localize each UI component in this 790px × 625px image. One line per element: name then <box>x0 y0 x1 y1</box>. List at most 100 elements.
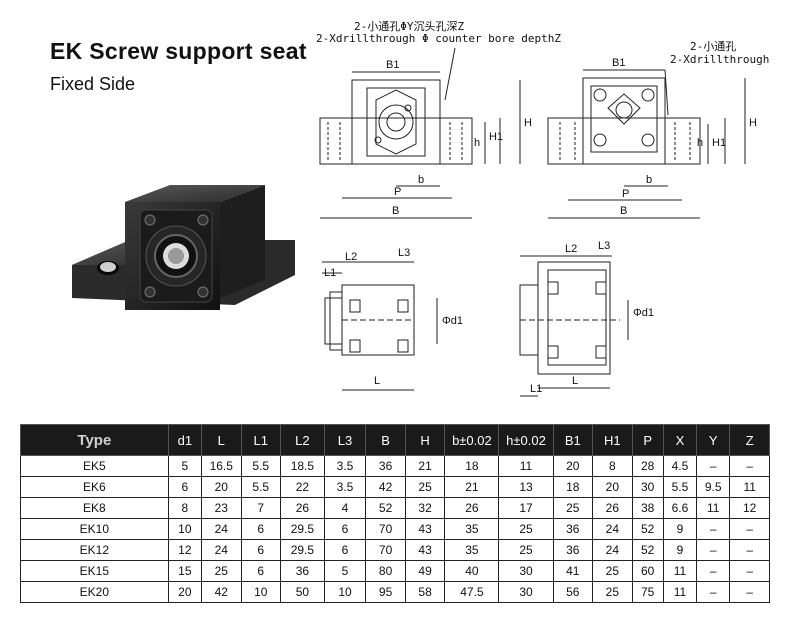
table-cell: 11 <box>729 476 770 498</box>
table-cell: EK10 <box>20 518 169 540</box>
column-header: P <box>631 424 664 456</box>
dim-d1-sec1: Φd1 <box>442 315 463 327</box>
dim-B-right: B <box>620 205 627 217</box>
table-cell: 26 <box>280 497 325 519</box>
technical-drawings: B1 H H1 h b P B B1 H H1 h b P B L2 L3 L1… <box>319 47 757 397</box>
column-header: B <box>365 424 406 456</box>
dim-P-left: P <box>394 186 401 198</box>
column-header: d1 <box>167 424 203 456</box>
table-cell: 3.5 <box>323 455 367 477</box>
dim-d1-sec2: Φd1 <box>633 307 654 319</box>
dim-L2-sec1: L2 <box>345 251 357 263</box>
table-cell: 38 <box>631 497 664 519</box>
dim-b-left: b <box>418 174 424 186</box>
table-cell: 40 <box>444 560 500 582</box>
table-cell: 32 <box>404 497 446 519</box>
table-cell: EK12 <box>20 539 169 561</box>
side-view-drawing <box>547 69 746 219</box>
column-header: L3 <box>323 424 367 456</box>
table-cell: 70 <box>365 518 406 540</box>
table-cell: 25 <box>552 497 594 519</box>
column-header: Y <box>696 424 731 456</box>
table-cell: 5 <box>167 455 203 477</box>
table-cell: 25 <box>592 581 633 603</box>
table-cell: EK8 <box>20 497 169 519</box>
table-cell: EK5 <box>20 455 169 477</box>
table-cell: 43 <box>404 518 446 540</box>
table-cell: 11 <box>662 581 698 603</box>
dim-h-right: h <box>697 137 703 149</box>
table-cell: 10 <box>240 581 282 603</box>
table-cell: 24 <box>592 518 633 540</box>
table-cell: 42 <box>365 476 406 498</box>
table-cell: – <box>696 455 731 477</box>
table-cell: 7 <box>240 497 282 519</box>
table-cell: 18 <box>444 455 500 477</box>
dim-L1-sec1: L1 <box>324 267 336 279</box>
dim-L3-sec2: L3 <box>598 240 610 252</box>
table-cell: 11 <box>662 560 698 582</box>
table-cell: – <box>696 581 731 603</box>
table-cell: 25 <box>201 560 242 582</box>
table-cell: 6 <box>240 560 282 582</box>
dim-H-left: H <box>524 117 532 129</box>
table-cell: 35 <box>444 518 500 540</box>
table-cell: 5.5 <box>662 476 698 498</box>
table-cell: 52 <box>365 497 406 519</box>
table-cell: 6 <box>240 539 282 561</box>
dim-B1-right: B1 <box>612 57 625 69</box>
table-cell: 10 <box>323 581 367 603</box>
table-cell: 95 <box>365 581 406 603</box>
table-cell: 24 <box>201 518 242 540</box>
table-cell: 11 <box>498 455 554 477</box>
hole-note-cn-left: 2-小通孔ΦY沉头孔深Z <box>354 20 465 33</box>
hole-note-en-right: 2-Xdrillthrough <box>670 53 770 66</box>
dim-H-right: H <box>749 117 757 129</box>
dim-P-right: P <box>622 188 629 200</box>
table-cell: 21 <box>404 455 446 477</box>
table-cell: 12 <box>729 497 770 519</box>
dim-b-right: b <box>646 174 652 186</box>
table-cell: 5 <box>323 560 367 582</box>
table-cell: 20 <box>167 581 203 603</box>
table-cell: 18 <box>552 476 594 498</box>
column-header: Type <box>20 424 169 456</box>
page-title: EK Screw support seat <box>50 38 307 64</box>
table-cell: 9 <box>662 539 698 561</box>
dim-h-left: h <box>474 137 480 149</box>
table-cell: 24 <box>592 539 633 561</box>
table-cell: 49 <box>404 560 446 582</box>
column-header: Z <box>729 424 770 456</box>
column-header: H <box>404 424 446 456</box>
table-cell: 42 <box>201 581 242 603</box>
table-cell: 6.6 <box>662 497 698 519</box>
table-cell: 75 <box>631 581 664 603</box>
table-cell: 47.5 <box>444 581 500 603</box>
table-cell: 6 <box>323 539 367 561</box>
dim-L1-sec2: L1 <box>530 383 542 395</box>
column-header: b±0.02 <box>444 424 500 456</box>
column-header: L2 <box>280 424 325 456</box>
table-cell: 4.5 <box>662 455 698 477</box>
table-cell: 56 <box>552 581 594 603</box>
column-header: L1 <box>240 424 282 456</box>
table-cell: 58 <box>404 581 446 603</box>
table-cell: 20 <box>201 476 242 498</box>
table-cell: 5.5 <box>240 476 282 498</box>
column-header: B1 <box>552 424 594 456</box>
dim-L-sec1: L <box>374 375 380 387</box>
table-cell: 43 <box>404 539 446 561</box>
column-header: X <box>662 424 698 456</box>
table-cell: 10 <box>167 518 203 540</box>
table-cell: 30 <box>631 476 664 498</box>
table-cell: 17 <box>498 497 554 519</box>
table-cell: 25 <box>592 560 633 582</box>
table-cell: 80 <box>365 560 406 582</box>
table-cell: 35 <box>444 539 500 561</box>
table-cell: 70 <box>365 539 406 561</box>
